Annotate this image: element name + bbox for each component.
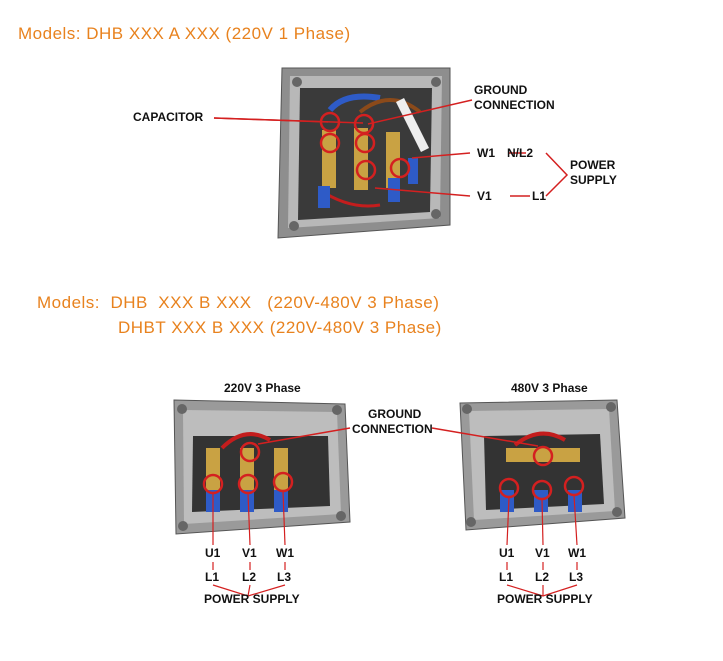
right-terminal-w1: W1 — [568, 546, 586, 560]
right-power-supply-label: POWER SUPPLY — [497, 592, 593, 606]
left-terminal-v1: V1 — [242, 546, 257, 560]
power-supply-label-line1: POWER — [570, 158, 616, 172]
capacitor-label: CAPACITOR — [133, 110, 204, 124]
left-terminal-l2: L2 — [242, 570, 257, 584]
ground-label-line2: CONNECTION — [474, 98, 555, 112]
model-heading-three-phase-line2: DHBT XXX B XXX (220V-480V 3 Phase) — [118, 318, 442, 337]
title-480v-3-phase: 480V 3 Phase — [511, 381, 588, 395]
terminal-v1-label: V1 — [477, 189, 492, 203]
right-terminal-l3: L3 — [569, 570, 584, 584]
model-heading-three-phase-line1: Models: DHB XXX B XXX (220V-480V 3 Phase… — [37, 293, 440, 312]
junction-box-220v — [173, 399, 351, 535]
model-heading-single-phase: Models: DHB XXX A XXX (220V 1 Phase) — [18, 24, 351, 43]
ground-label-3-phase-line2: CONNECTION — [352, 422, 433, 436]
title-220v-3-phase: 220V 3 Phase — [224, 381, 301, 395]
left-terminal-w1: W1 — [276, 546, 294, 560]
left-terminal-l3: L3 — [277, 570, 292, 584]
left-power-supply-label: POWER SUPPLY — [204, 592, 300, 606]
right-terminal-l1: L1 — [499, 570, 514, 584]
power-supply-label-line2: SUPPLY — [570, 173, 617, 187]
right-terminal-u1: U1 — [499, 546, 515, 560]
right-terminal-l2: L2 — [535, 570, 550, 584]
callout-lines-single-phase — [213, 99, 569, 197]
junction-box-single-phase — [277, 67, 451, 239]
ground-callout-lines-3-phase — [257, 427, 539, 447]
terminal-w1-label: W1 — [477, 146, 495, 160]
left-terminal-u1: U1 — [205, 546, 221, 560]
terminal-leader-lines — [212, 490, 578, 597]
ground-label-line1: GROUND — [474, 83, 528, 97]
right-terminal-v1: V1 — [535, 546, 550, 560]
ground-label-3-phase-line1: GROUND — [368, 407, 422, 421]
terminal-nl2-label: N/L2 — [507, 146, 534, 160]
junction-box-480v — [459, 399, 626, 531]
terminal-l1-label: L1 — [532, 189, 547, 203]
left-terminal-l1: L1 — [205, 570, 220, 584]
